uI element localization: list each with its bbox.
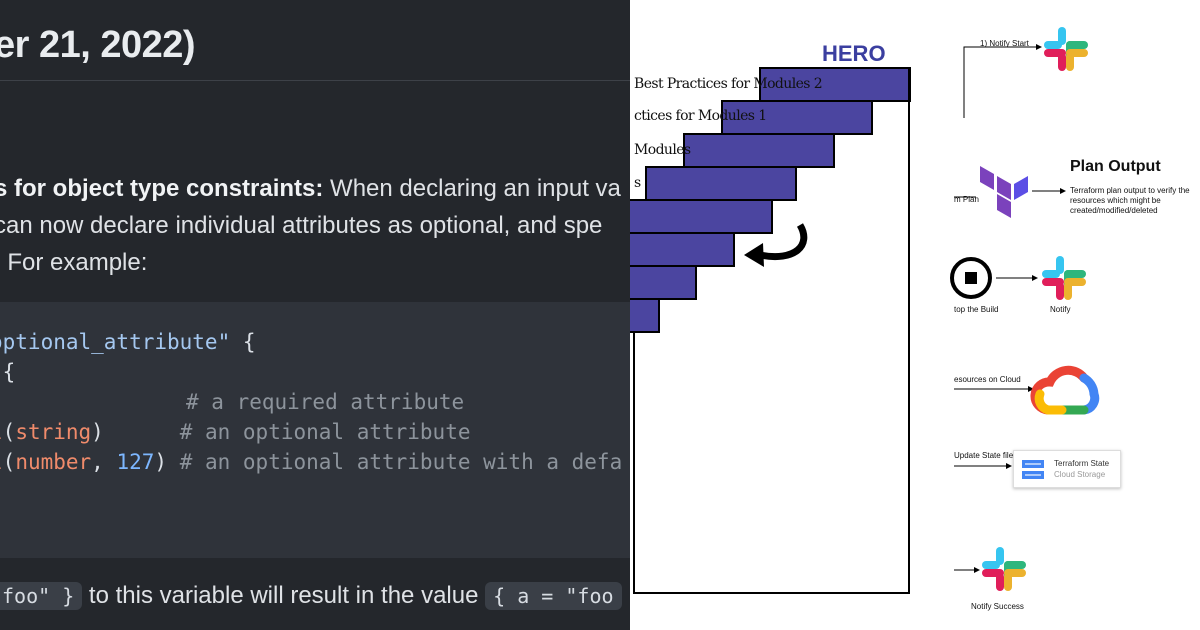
slack-icon <box>982 547 1026 591</box>
para-line-1: When declaring an input va <box>323 175 621 202</box>
tf-state-subtitle: Cloud Storage <box>1054 470 1106 479</box>
code-brace: { <box>230 330 256 354</box>
para-line-3: . For example: <box>0 249 148 276</box>
curved-arrow-icon <box>744 223 808 267</box>
para-line-2: can now declare individual attributes as… <box>0 212 603 239</box>
update-state-label: Update State file <box>954 451 1014 460</box>
docs-panel: er 21, 2022) s for object type constrain… <box>0 0 630 630</box>
code-line-5: l(number, 127) # an optional attribute w… <box>0 450 622 474</box>
code-string: optional_attribute" <box>0 330 231 354</box>
inline-code: { a = "foo <box>485 582 622 610</box>
inline-code: foo" } <box>0 582 83 610</box>
description-paragraph: s for object type constraints: When decl… <box>0 170 630 281</box>
cloud-storage-icon <box>1022 460 1044 479</box>
result-text: to this variable will result in the valu… <box>82 582 486 609</box>
code-line-4: l(string) # an optional attribute <box>0 420 470 444</box>
resources-cloud-label: esources on Cloud <box>954 375 1021 384</box>
stair-label: Best Practices for Modules 2 <box>634 76 823 92</box>
code-block: optional_attribute" { ({ # a required at… <box>0 302 630 558</box>
slack-icon <box>1044 27 1088 71</box>
google-cloud-icon <box>1030 365 1100 415</box>
arrowhead <box>1028 386 1034 392</box>
slack-icon <box>1042 256 1086 300</box>
plan-label: m Plan <box>954 195 979 204</box>
code-type: number <box>15 450 92 474</box>
stop-build-label: top the Build <box>954 305 999 314</box>
hero-title: HERO <box>822 41 886 66</box>
hero-staircase <box>630 67 911 594</box>
code-comment: # an optional attribute <box>179 420 471 444</box>
stair-label: ctices for Modules 1 <box>634 108 767 124</box>
code-number: 127 <box>116 450 155 474</box>
connector <box>963 46 1038 118</box>
stair-step <box>645 166 797 201</box>
arrowhead <box>1060 188 1066 194</box>
code-line-3: # a required attribute <box>186 390 464 414</box>
code-comment: # an optional attribute with a defa <box>179 450 623 474</box>
stair-label: Modules <box>634 142 691 158</box>
stair-step <box>630 298 660 333</box>
notify-success-label: Notify Success <box>971 602 1024 611</box>
code-line-1: optional_attribute" { <box>0 330 256 354</box>
tf-state-title: Terraform State <box>1054 459 1110 468</box>
feature-title: s for object type constraints: <box>0 175 324 202</box>
stair-step <box>759 67 911 102</box>
stair-step <box>630 265 697 300</box>
notify-label: Notify <box>1050 305 1071 314</box>
pipeline-diagram <box>950 27 1100 591</box>
terraform-state-card: Terraform State Cloud Storage <box>1013 450 1121 488</box>
terraform-icon <box>980 166 1028 218</box>
arrowhead <box>974 567 980 573</box>
code-fn: l <box>0 420 3 444</box>
diagram-panel: HERO Best Practices for Modules 2 ctices… <box>630 0 1200 630</box>
page-heading: er 21, 2022) <box>0 24 196 66</box>
arrowhead <box>1032 275 1038 281</box>
code-line-2: ({ <box>0 360 15 384</box>
arrowhead <box>1006 463 1012 469</box>
stair-frame <box>633 68 910 594</box>
plan-output-title: Plan Output <box>1070 158 1161 175</box>
stop-icon <box>950 257 992 299</box>
arrowhead <box>1036 44 1042 50</box>
stair-step <box>630 232 735 267</box>
stair-label: s <box>634 175 641 191</box>
plan-output-description: Terraform plan output to verify the reso… <box>1070 186 1190 215</box>
notify-start-label: 1) Notify Start <box>980 39 1029 48</box>
code-type: string <box>15 420 92 444</box>
code-object-open: ({ <box>0 360 16 384</box>
result-line: foo" } to this variable will result in t… <box>0 582 630 624</box>
code-fn: l <box>0 450 3 474</box>
divider <box>0 80 630 81</box>
code-comment: # a required attribute <box>186 390 465 414</box>
